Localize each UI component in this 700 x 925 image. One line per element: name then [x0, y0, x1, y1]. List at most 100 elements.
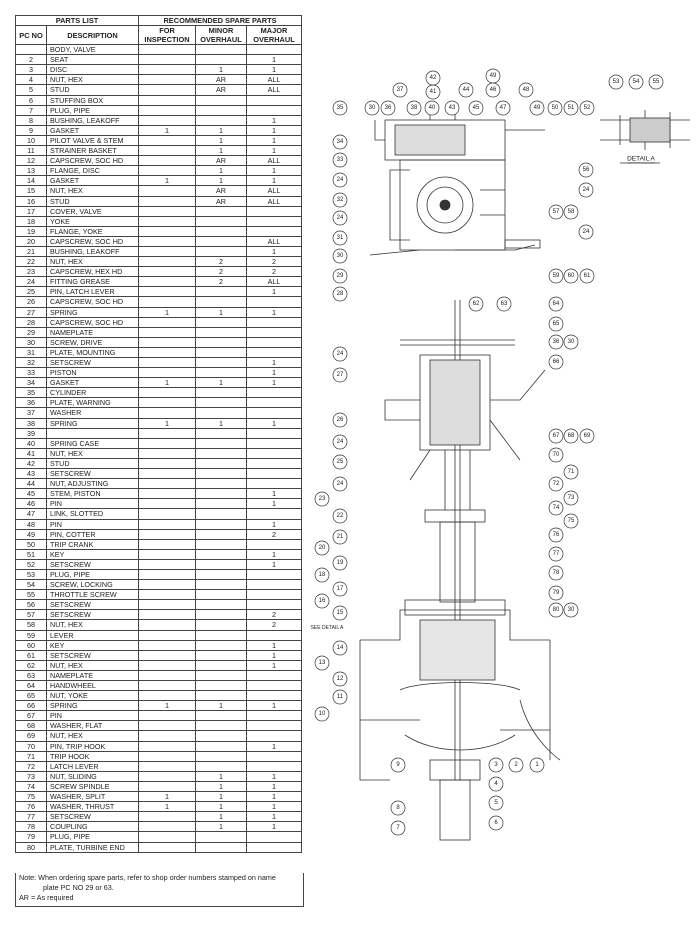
for-inspection-cell — [138, 599, 196, 611]
description-cell: STUD — [46, 84, 139, 96]
callout-number: 57 — [553, 209, 560, 215]
callout-circle — [444, 100, 460, 116]
minor-overhaul-cell — [195, 760, 247, 772]
minor-overhaul-cell — [195, 669, 247, 682]
callout-bubble: 78 — [548, 565, 564, 581]
callout-number: 73 — [568, 495, 575, 501]
callout-number: 7 — [396, 825, 400, 831]
major-overhaul-cell — [246, 457, 302, 470]
minor-overhaul-cell — [195, 397, 247, 409]
minor-overhaul-cell — [195, 114, 247, 126]
description-cell: SPRING — [46, 306, 139, 318]
callout-bubble: 2 — [508, 757, 524, 773]
major-overhaul-cell — [246, 690, 302, 702]
major-overhaul-cell — [246, 508, 302, 520]
callout-circle — [332, 346, 348, 362]
description-cell — [46, 427, 139, 439]
description-cell: PLUG, PIPE — [46, 831, 139, 843]
callout-number: 68 — [568, 433, 575, 439]
description-cell: NUT, HEX — [46, 447, 139, 459]
callout-bubble: 36 — [380, 100, 396, 116]
minor-overhaul-cell — [195, 589, 247, 601]
for-inspection-cell: 1 — [138, 306, 196, 318]
major-overhaul-cell — [246, 336, 302, 348]
pc-no-cell: 36 — [15, 397, 47, 409]
major-overhaul-cell: 1 — [246, 740, 302, 752]
pc-no-cell: 80 — [15, 841, 47, 853]
callout-bubble: 21 — [332, 529, 348, 545]
callout-bubble: 37 — [392, 82, 408, 98]
callout-circle — [314, 706, 330, 722]
callout-number: 64 — [553, 301, 560, 307]
callout-number: 13 — [319, 660, 326, 666]
minor-overhaul-cell: 1 — [195, 145, 247, 157]
description-cell: SETSCREW — [46, 356, 139, 369]
callout-number: 24 — [583, 229, 590, 235]
pc-no-cell: 50 — [15, 538, 47, 550]
description-cell: CAPSCREW, SOC HD — [46, 296, 139, 308]
minor-overhaul-cell — [195, 205, 247, 217]
major-overhaul-cell: 1 — [246, 145, 302, 157]
callout-number: 2 — [514, 762, 518, 768]
callout-bubble: 52 — [579, 100, 595, 116]
minor-overhaul-cell — [195, 478, 247, 490]
for-inspection-cell — [138, 457, 196, 470]
for-inspection-cell: 1 — [138, 124, 196, 136]
pc-no-cell: 4 — [15, 74, 47, 86]
note-text: Note: When ordering spare parts, refer t… — [19, 873, 276, 882]
callout-number: 49 — [490, 73, 497, 79]
callout-bubble: 53 — [608, 74, 624, 90]
for-inspection-cell — [138, 468, 196, 480]
for-inspection-cell — [138, 276, 196, 288]
description-cell: CAPSCREW, SOC HD — [46, 235, 139, 247]
callout-bubble: 30 — [364, 100, 380, 116]
minor-overhaul-cell: 1 — [195, 811, 247, 823]
minor-overhaul-cell: 1 — [195, 124, 247, 136]
callout-bubble: 12 — [332, 671, 348, 687]
callout-number: 30 — [568, 339, 575, 345]
callout-number: 62 — [473, 301, 480, 307]
callout-circle — [578, 162, 594, 178]
description-cell: PLUG, PIPE — [46, 568, 139, 581]
callout-bubble: 16 — [314, 593, 330, 609]
callout-circle — [488, 776, 504, 792]
callout-circle — [332, 192, 348, 208]
minor-overhaul-cell: 1 — [195, 780, 247, 793]
description-cell: WASHER, FLAT — [46, 720, 139, 732]
callout-number: 25 — [337, 459, 344, 465]
minor-overhaul-cell — [195, 94, 247, 106]
callout-number: 17 — [337, 586, 344, 592]
major-overhaul-cell — [246, 831, 302, 843]
pc-no-cell: 56 — [15, 599, 47, 611]
callout-number: 67 — [553, 433, 560, 439]
callout-circle — [496, 296, 512, 312]
callout-circle — [548, 447, 564, 463]
for-inspection-cell — [138, 750, 196, 762]
drawing-lines — [359, 102, 690, 841]
for-inspection-cell — [138, 356, 196, 369]
description-cell: FLANGE, DISC — [46, 165, 139, 177]
description-cell: NAMEPLATE — [46, 326, 139, 338]
callout-number: 34 — [337, 139, 344, 145]
callout-circle — [332, 248, 348, 264]
major-overhaul-cell — [246, 387, 302, 399]
callout-number: 69 — [584, 433, 591, 439]
callout-number: 42 — [430, 75, 437, 81]
minor-overhaul-cell — [195, 548, 247, 560]
callout-number: 32 — [337, 197, 344, 203]
callout-bubble: 31 — [332, 230, 348, 246]
callout-number: 61 — [584, 273, 591, 279]
